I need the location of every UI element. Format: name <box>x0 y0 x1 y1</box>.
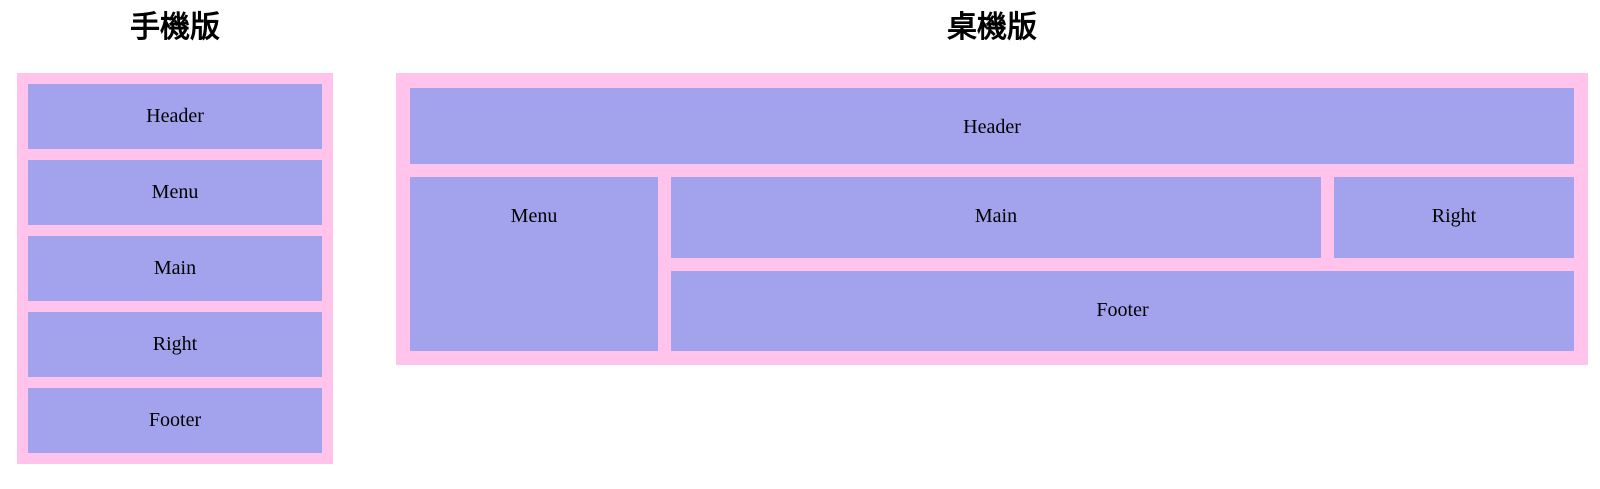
mobile-layout-container: Header Menu Main Right Footer <box>17 73 333 464</box>
mobile-header-box: Header <box>28 84 322 149</box>
desktop-footer-box: Footer <box>671 271 1574 351</box>
mobile-menu-box: Menu <box>28 160 322 225</box>
mobile-main-box: Main <box>28 236 322 301</box>
desktop-menu-box: Menu <box>410 177 658 351</box>
mobile-footer-box: Footer <box>28 388 322 453</box>
mobile-layout-panel: 手機版 Header Menu Main Right Footer <box>17 8 333 464</box>
desktop-layout-panel: 桌機版 Header Menu Main Right Footer <box>396 8 1588 365</box>
desktop-panel-title: 桌機版 <box>947 11 1037 44</box>
desktop-right-box: Right <box>1334 177 1574 258</box>
desktop-header-box: Header <box>410 88 1574 164</box>
desktop-layout-container: Header Menu Main Right Footer <box>396 73 1588 365</box>
desktop-main-box: Main <box>671 177 1321 258</box>
mobile-right-box: Right <box>28 312 322 377</box>
mobile-panel-title: 手機版 <box>130 11 220 44</box>
